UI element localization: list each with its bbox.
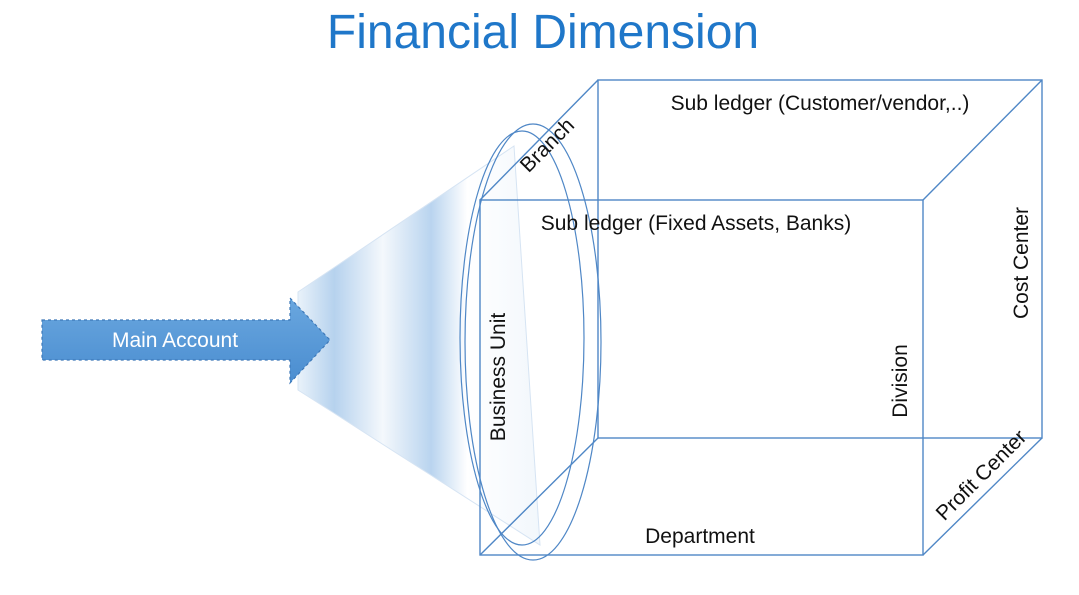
page-title: Financial Dimension [327, 6, 759, 59]
front-face-label: Sub ledger (Fixed Assets, Banks) [541, 212, 851, 235]
back-face-label: Sub ledger (Customer/vendor,..) [671, 92, 970, 115]
division-label: Division [889, 344, 912, 418]
cone-ellipse-outer [459, 130, 585, 546]
cube-back-face [597, 79, 1043, 439]
business-unit-label: Business Unit [487, 313, 510, 442]
cube-edge-top-left [479, 79, 599, 201]
cube-edge-top-right [922, 79, 1043, 201]
cube [479, 79, 1043, 556]
department-label: Department [645, 525, 755, 548]
cube-edge-bottom-left [479, 437, 599, 556]
arrow-shape [41, 296, 331, 385]
cone-ellipse-inner [464, 123, 602, 561]
cost-center-label: Cost Center [1010, 207, 1033, 319]
cube-edge-bottom-right [922, 437, 1043, 556]
main-account-arrow: Main Account [41, 296, 331, 385]
dimension-cone [297, 123, 602, 561]
branch-label: Branch [516, 114, 579, 177]
profit-center-label: Profit Center [932, 426, 1032, 526]
cube-front-face [479, 199, 924, 556]
arrow-label: Main Account [112, 329, 238, 352]
